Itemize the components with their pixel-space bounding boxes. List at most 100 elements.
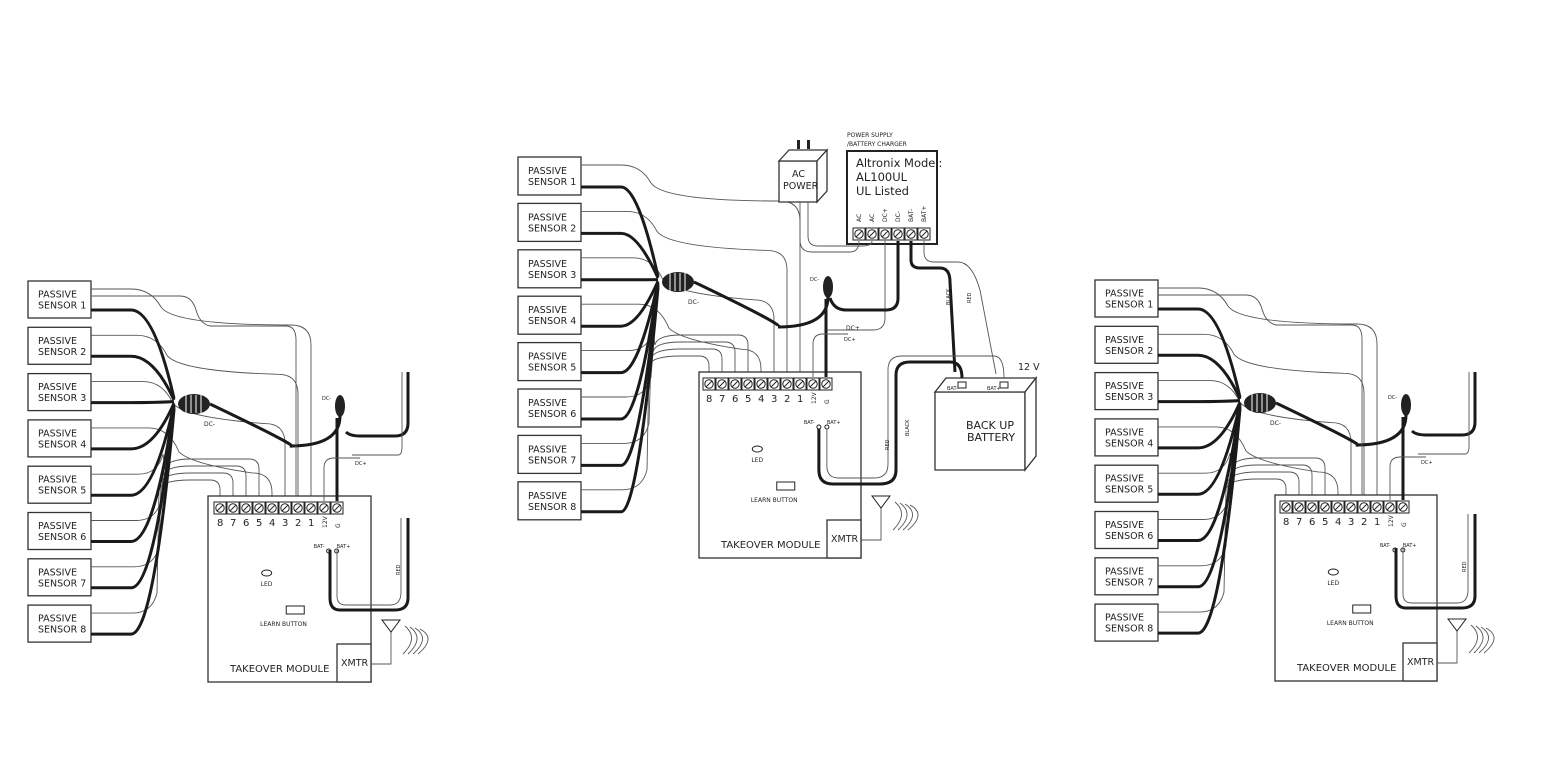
battery-bat-plus-label: BAT+ — [987, 386, 1001, 392]
ac-wire — [807, 202, 873, 247]
passive-sensor-box — [517, 295, 582, 335]
signal-wave-icon — [1473, 625, 1484, 654]
wire — [581, 348, 723, 444]
terminal-slot — [1334, 503, 1342, 511]
led-label: LED — [261, 581, 273, 588]
signal-wave-icon — [902, 503, 913, 531]
terminal-slot — [1321, 503, 1329, 511]
wire — [1158, 408, 1242, 635]
terminal-slot — [731, 380, 739, 388]
wire — [581, 164, 801, 377]
terminal-slot — [281, 504, 289, 512]
sensor-label-line1: PASSIVE — [38, 567, 77, 578]
wire — [91, 288, 312, 501]
terminal-label: 1 — [797, 394, 803, 405]
terminal-slot — [229, 504, 237, 512]
terminal-label: 7 — [230, 518, 236, 529]
wire-cap — [1401, 394, 1411, 416]
sensor-label-line1: PASSIVE — [528, 305, 567, 316]
sensor-label-line2: SENSOR 8 — [38, 625, 86, 636]
wire — [1158, 399, 1241, 404]
terminal-slot — [705, 380, 713, 388]
sensor-label-line2: SENSOR 5 — [1105, 485, 1153, 496]
sensor-label-line2: SENSOR 6 — [528, 409, 576, 420]
sensor-label-line2: SENSOR 3 — [38, 393, 86, 404]
terminal-slot — [770, 380, 778, 388]
passive-sensor-box — [517, 481, 582, 521]
supply-model-line3: UL Listed — [856, 184, 909, 198]
battery-label-1: BACK UP — [966, 419, 1014, 432]
battery-red-wire — [923, 241, 997, 375]
terminal-label: 12V — [1388, 514, 1395, 527]
dc-minus-label: DC- — [204, 421, 215, 428]
led-indicator — [1327, 568, 1339, 576]
sensor-label-line2: SENSOR 4 — [1105, 438, 1153, 449]
sensor-label-line2: SENSOR 7 — [528, 455, 576, 466]
side-red-label: RED — [1462, 561, 1468, 572]
ac-plug-prong — [807, 140, 810, 149]
black-label-2: BLACK — [905, 419, 911, 436]
battery-black-wire — [1402, 514, 1469, 604]
terminal-label: 6 — [1309, 517, 1315, 528]
wire — [1158, 406, 1242, 589]
supply-terminal-label: BAT- — [908, 209, 915, 222]
dc-plus-wire — [352, 372, 403, 456]
sensor-label-line1: PASSIVE — [1105, 381, 1144, 392]
battery-red-wire — [1394, 514, 1477, 610]
terminal-slot — [718, 380, 726, 388]
passive-sensor-box — [1094, 603, 1159, 642]
terminal-slot — [744, 380, 752, 388]
sensor-label-line2: SENSOR 4 — [528, 316, 576, 327]
dc-plus-label: DC+ — [844, 337, 856, 343]
wire — [323, 457, 360, 501]
learn-button — [1352, 604, 1372, 614]
bat-minus-label: BAT- — [314, 544, 325, 550]
wire — [581, 303, 762, 377]
supply-terminal-slot — [881, 230, 889, 238]
terminal-label: G — [824, 399, 831, 404]
terminal-label: 5 — [1322, 517, 1328, 528]
sensor-label-line1: PASSIVE — [38, 475, 77, 486]
battery-bat-minus-label: BAT- — [947, 386, 958, 392]
dc-minus-label: DC- — [1270, 420, 1281, 427]
xmtr-label: XMTR — [341, 658, 369, 669]
battery-voltage-label: 12 V — [1018, 362, 1040, 373]
learn-button-label: LEARN BUTTON — [1327, 620, 1374, 627]
module-battery-black-wire — [817, 360, 964, 486]
sensor-label-line1: PASSIVE — [1105, 474, 1144, 485]
sensor-label-line1: PASSIVE — [528, 352, 567, 363]
signal-wave-icon — [1483, 627, 1495, 654]
supply-caption-2: /BATTERY CHARGER — [847, 141, 907, 148]
terminal-label: 8 — [1283, 517, 1289, 528]
wire-nut — [1244, 393, 1276, 413]
wire — [91, 308, 176, 399]
red-label-2: RED — [885, 439, 891, 450]
signal-wave-icon — [1478, 626, 1489, 654]
sensor-label-line1: PASSIVE — [528, 398, 567, 409]
sensor-label-line1: PASSIVE — [38, 521, 77, 532]
supply-terminal-slot — [920, 230, 928, 238]
terminal-label: 8 — [217, 518, 223, 529]
led-indicator — [751, 445, 763, 453]
wire — [1158, 464, 1313, 520]
module-title: TAKEOVER MODULE — [1296, 663, 1396, 674]
terminal-label: 3 — [1348, 517, 1354, 528]
wire — [91, 400, 175, 405]
sensor-label-line2: SENSOR 1 — [38, 301, 86, 312]
wire — [581, 287, 660, 514]
terminal-label: G — [335, 523, 342, 528]
wire — [581, 282, 660, 375]
wire — [1275, 401, 1408, 447]
terminal-label: 2 — [784, 394, 790, 405]
signal-wave-icon — [907, 504, 919, 531]
sensor-label-line1: PASSIVE — [528, 491, 567, 502]
terminal-slot — [1386, 503, 1394, 511]
antenna-icon — [381, 619, 401, 633]
battery-terminal-pos — [999, 381, 1009, 389]
passive-sensor-box — [1094, 510, 1159, 550]
terminal-label: 7 — [719, 394, 725, 405]
supply-terminal-slot — [907, 230, 915, 238]
xmtr-box — [826, 519, 862, 559]
passive-sensor-box — [27, 558, 92, 597]
